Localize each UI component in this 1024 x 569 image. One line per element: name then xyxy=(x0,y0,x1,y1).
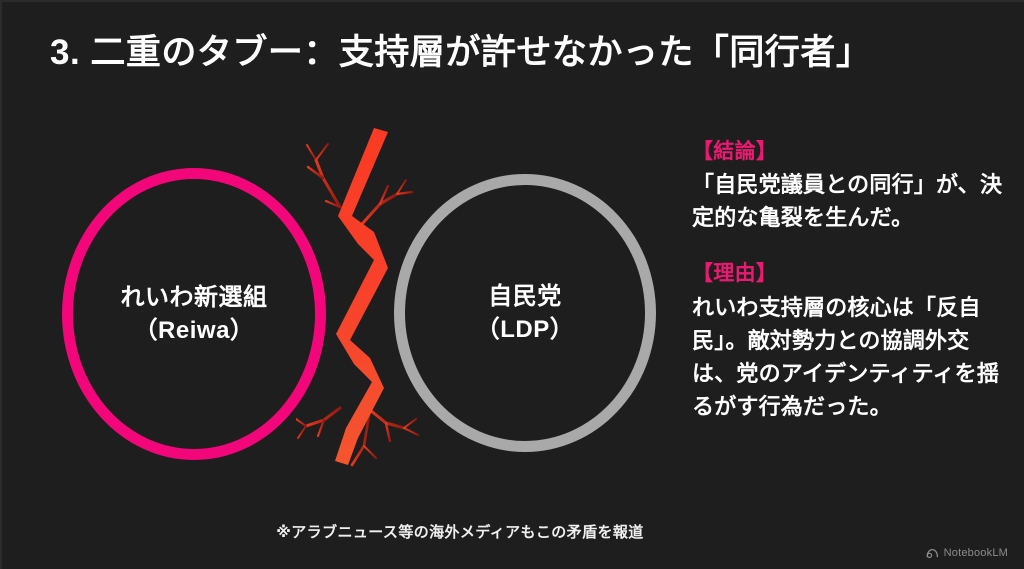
note-block-conclusion: 【結論】 「自民党議員との同行」が、決定的な亀裂を生んだ。 xyxy=(692,138,1008,234)
page-title: 3. 二重のタブー：支持層が許せなかった「同行者」 xyxy=(50,33,872,72)
footnote: ※アラブニュース等の海外メディアもこの矛盾を報道 xyxy=(276,524,644,541)
watermark: NotebookLM xyxy=(926,547,1008,559)
diagram-node-ldp: 自民党 （LDP） xyxy=(394,174,656,452)
note-body-conclusion: 「自民党議員との同行」が、決定的な亀裂を生んだ。 xyxy=(692,172,1003,231)
diagram-node-ldp-label-main: 自民党 xyxy=(488,282,562,310)
diagram-node-reiwa: れいわ新選組 （Reiwa） xyxy=(62,168,326,460)
notebooklm-logo-icon xyxy=(926,548,939,559)
note-block-reason: 【理由】 れいわ支持層の核心は「反自民」。敵対勢力との協調外交は、党のアイデンテ… xyxy=(692,260,1008,422)
note-body-reason: れいわ支持層の核心は「反自民」。敵対勢力との協調外交は、党のアイデンティティを揺… xyxy=(692,294,1000,419)
crack-separator xyxy=(296,120,426,480)
notes-panel: 【結論】 「自民党議員との同行」が、決定的な亀裂を生んだ。 【理由】 れいわ支持… xyxy=(692,138,1008,423)
diagram-node-reiwa-label-sub: （Reiwa） xyxy=(133,317,255,344)
watermark-label: NotebookLM xyxy=(943,547,1008,559)
note-heading-reason: 【理由】 xyxy=(692,262,778,286)
diagram-node-ldp-label: 自民党 （LDP） xyxy=(476,280,575,346)
note-heading-conclusion: 【結論】 xyxy=(692,140,778,163)
conflict-diagram: れいわ新選組 （Reiwa） 自民党 （LDP） xyxy=(0,120,680,480)
diagram-node-reiwa-label: れいわ新選組 （Reiwa） xyxy=(121,281,268,347)
diagram-node-reiwa-label-main: れいわ新選組 xyxy=(120,283,268,311)
diagram-node-ldp-label-sub: （LDP） xyxy=(475,316,575,343)
